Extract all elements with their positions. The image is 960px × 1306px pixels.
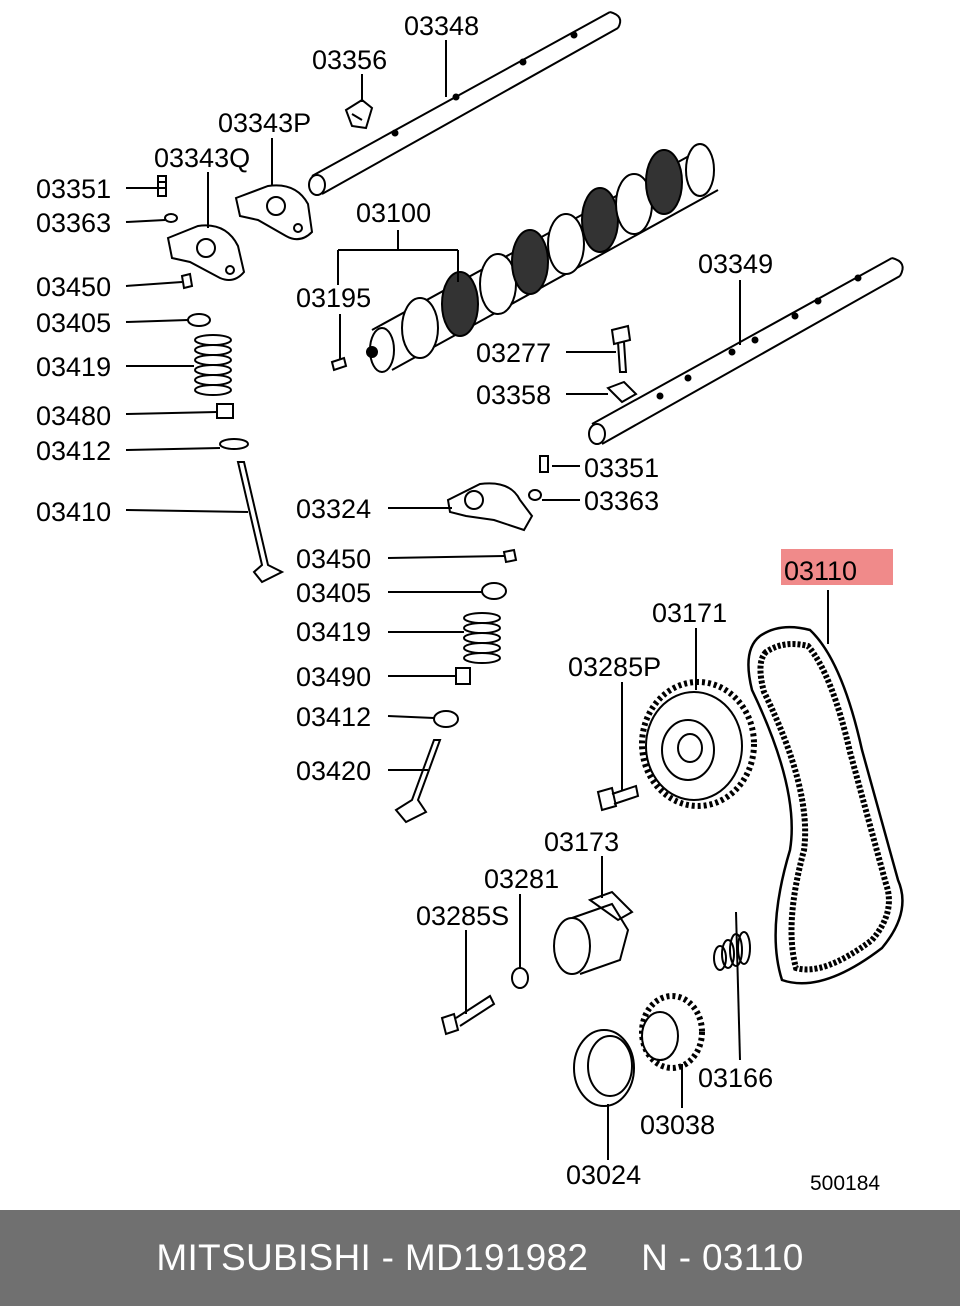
parts-diagram: 03348 03356 03343P 03343Q 03351 03363 03… (36, 11, 904, 1195)
label-03412-right[interactable]: 03412 (296, 702, 371, 732)
rocker-arm-p[interactable] (234, 184, 314, 241)
label-03285s[interactable]: 03285S (416, 901, 509, 931)
label-03173[interactable]: 03173 (544, 827, 619, 857)
tensioner[interactable] (553, 890, 634, 975)
label-03480[interactable]: 03480 (36, 401, 111, 431)
label-03024[interactable]: 03024 (566, 1160, 641, 1190)
label-03100[interactable]: 03100 (356, 198, 431, 228)
rocker-arm-q[interactable] (166, 224, 246, 281)
label-03419-right[interactable]: 03419 (296, 617, 371, 647)
label-03349[interactable]: 03349 (698, 249, 773, 279)
valve-left[interactable] (236, 461, 285, 584)
label-03351-left[interactable]: 03351 (36, 174, 111, 204)
label-03110[interactable]: 03110 (784, 556, 857, 586)
label-03195[interactable]: 03195 (296, 283, 371, 313)
valve-spring-left[interactable] (194, 334, 232, 396)
label-03281[interactable]: 03281 (484, 864, 559, 894)
timing-belt[interactable] (747, 625, 904, 985)
label-03343p[interactable]: 03343P (218, 108, 311, 138)
label-03038[interactable]: 03038 (640, 1110, 715, 1140)
label-03420[interactable]: 03420 (296, 756, 371, 786)
label-03363-left[interactable]: 03363 (36, 208, 111, 238)
footer-bar: MITSUBISHI - MD191982 N - 03110 (0, 1210, 960, 1306)
label-03405-right[interactable]: 03405 (296, 578, 371, 608)
leader-lines (125, 40, 829, 1160)
rocker-arm-324[interactable] (446, 482, 534, 532)
flange[interactable] (573, 1029, 635, 1107)
highlight-box (781, 549, 893, 585)
tension-spring[interactable] (713, 931, 751, 971)
drawing-code: 500184 (810, 1172, 880, 1195)
valve-spring-right[interactable] (463, 612, 501, 664)
crank-sprocket[interactable] (639, 993, 705, 1071)
rocker-shaft-upper[interactable] (308, 11, 622, 196)
label-03358[interactable]: 03358 (476, 380, 551, 410)
footer-part-number: MITSUBISHI - MD191982 N - 03110 (156, 1237, 804, 1278)
label-03363-right[interactable]: 03363 (584, 486, 659, 516)
label-03171[interactable]: 03171 (652, 598, 727, 628)
label-03348[interactable]: 03348 (404, 11, 479, 41)
label-03450-right[interactable]: 03450 (296, 544, 371, 574)
label-03412-left[interactable]: 03412 (36, 436, 111, 466)
part-labels: 03348 03356 03343P 03343Q 03351 03363 03… (36, 11, 880, 1195)
label-03277[interactable]: 03277 (476, 338, 551, 368)
shaft-clip[interactable] (344, 98, 374, 130)
label-03351-right[interactable]: 03351 (584, 453, 659, 483)
label-03419-left[interactable]: 03419 (36, 352, 111, 382)
camshaft[interactable] (366, 143, 719, 373)
label-03285p[interactable]: 03285P (568, 652, 661, 682)
label-03343q[interactable]: 03343Q (154, 143, 250, 173)
rocker-shaft-lower[interactable] (588, 257, 904, 445)
label-03410[interactable]: 03410 (36, 497, 111, 527)
label-03324[interactable]: 03324 (296, 494, 371, 524)
label-03450-left[interactable]: 03450 (36, 272, 111, 302)
label-03166[interactable]: 03166 (698, 1063, 773, 1093)
label-03405-left[interactable]: 03405 (36, 308, 111, 338)
label-03490[interactable]: 03490 (296, 662, 371, 692)
cam-sprocket[interactable] (639, 679, 757, 809)
label-03356[interactable]: 03356 (312, 45, 387, 75)
valve-right[interactable] (394, 739, 442, 824)
